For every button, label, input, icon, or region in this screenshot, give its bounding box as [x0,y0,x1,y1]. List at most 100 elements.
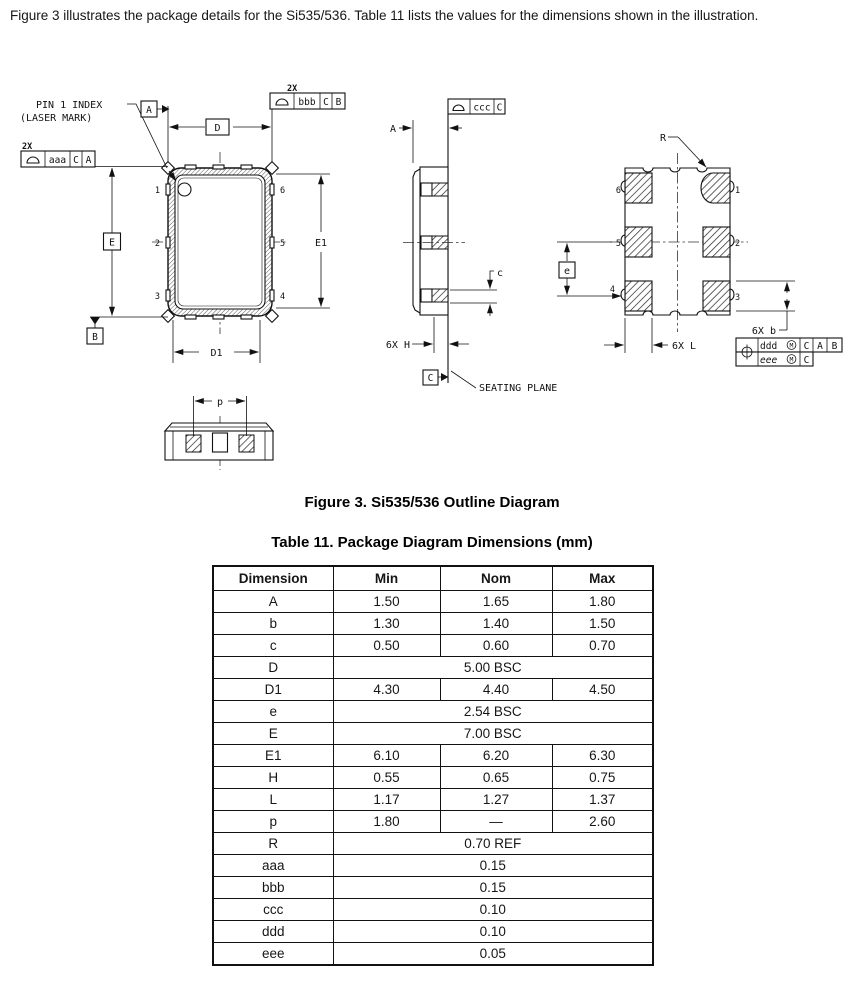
fcf-aaa-tol: aaa [49,155,66,166]
end-view: p [163,396,275,470]
table-header-row: Dimension Min Nom Max [212,565,654,591]
fcf-pos-ref1c: B [832,341,838,352]
qty-2x: 2X [287,84,297,94]
fcf-bbb: 2X bbb C B [269,84,346,110]
pin-label: 4 [610,285,615,295]
pin-label: 1 [155,186,160,196]
dim-a-side-label: A [390,124,396,135]
edge-castellations [165,164,275,320]
dim-cell: H [212,766,334,789]
dim-cell: ccc [212,898,334,921]
dim-cell: E [212,722,334,745]
dim-d-label: D [214,123,220,134]
dim-cell: b [212,612,334,635]
dim-e-label: E [109,238,115,249]
dim-e-pitch-label: e [564,266,570,277]
span-value-cell: 0.15 [332,854,654,877]
span-value-cell: 0.70 REF [332,832,654,855]
nom-cell: 1.27 [439,788,553,811]
mmc-modifier-icon [786,354,797,364]
dim-E1: E1 [276,173,330,309]
col-header: Nom [439,565,553,591]
dim-d1-label: D1 [210,348,222,359]
dim-D: D [167,106,273,162]
dim-cell: E1 [212,744,334,767]
pin-label: 4 [280,292,285,302]
fcf-aaa-ref2: A [86,155,92,166]
dim-H: 6X H [386,317,469,353]
max-cell: 2.60 [551,810,654,833]
max-cell: 1.50 [551,612,654,635]
bottom-view-pin-numbers: 6 5 4 1 2 3 [610,186,740,303]
dim-R: R [660,133,707,168]
intro-paragraph: Figure 3 illustrates the package details… [10,8,759,23]
fcf-pos-mod2: M [790,356,794,364]
min-cell: 4.30 [332,678,441,701]
corner-chamfers [160,160,280,324]
span-value-cell: 0.05 [332,942,654,966]
fcf-ccc-ref1: C [497,103,503,114]
pin-label: 6 [280,186,285,196]
position-symbol-icon [739,344,755,360]
fcf-aaa: 2X aaa C A [20,142,96,168]
col-header: Max [551,565,654,591]
top-view: 1 2 3 6 5 4 PIN 1 INDEX (LASER MARK) D [20,84,346,363]
fcf-aaa-ref1: C [73,155,79,166]
dim-cell: p [212,810,334,833]
max-cell: 0.75 [551,766,654,789]
nom-cell: 6.20 [439,744,553,767]
datum-c-label: C [428,373,434,384]
fcf-bbb-tol: bbb [298,97,315,108]
pin-label: 2 [735,239,740,249]
max-cell: 1.80 [551,590,654,613]
dim-cell: eee [212,942,334,966]
table-title: Table 11. Package Diagram Dimensions (mm… [271,534,593,551]
min-cell: 1.30 [332,612,441,635]
nom-cell: 4.40 [439,678,553,701]
figure-caption: Figure 3. Si535/536 Outline Diagram [304,494,560,511]
datum-c-flag: C [422,369,449,386]
profile-surface-icon [452,104,465,112]
datum-b-flag: B [86,317,104,345]
span-value-cell: 0.15 [332,876,654,899]
pin-label: 3 [735,293,740,303]
dim-l-label: 6X L [672,341,696,352]
dim-b: 6X b [736,280,795,337]
max-cell: 6.30 [551,744,654,767]
min-cell: 0.55 [332,766,441,789]
span-value-cell: 5.00 BSC [332,656,654,679]
dim-cell: D1 [212,678,334,701]
pin-label: 6 [616,186,621,196]
span-value-cell: 2.54 BSC [332,700,654,723]
seating-plane-label: SEATING PLANE [479,383,557,394]
pin1-index-label: PIN 1 INDEX [36,100,102,111]
span-value-cell: 0.10 [332,920,654,943]
dim-L: 6X L [604,318,696,353]
col-header: Dimension [212,565,334,591]
dim-c: c [450,268,503,316]
dim-r-label: R [660,133,667,144]
qty-2x: 2X [22,142,32,152]
bottom-view-pads [620,172,735,312]
dim-cell: e [212,700,334,723]
dim-cell: ddd [212,920,334,943]
outline-diagram: 1 2 3 6 5 4 PIN 1 INDEX (LASER MARK) D [20,84,843,470]
nom-cell: — [439,810,553,833]
pin1-laser-mark [177,182,192,197]
pin-label: 2 [155,239,160,249]
dim-h-label: 6X H [386,340,410,351]
pin1-pad [700,172,731,204]
